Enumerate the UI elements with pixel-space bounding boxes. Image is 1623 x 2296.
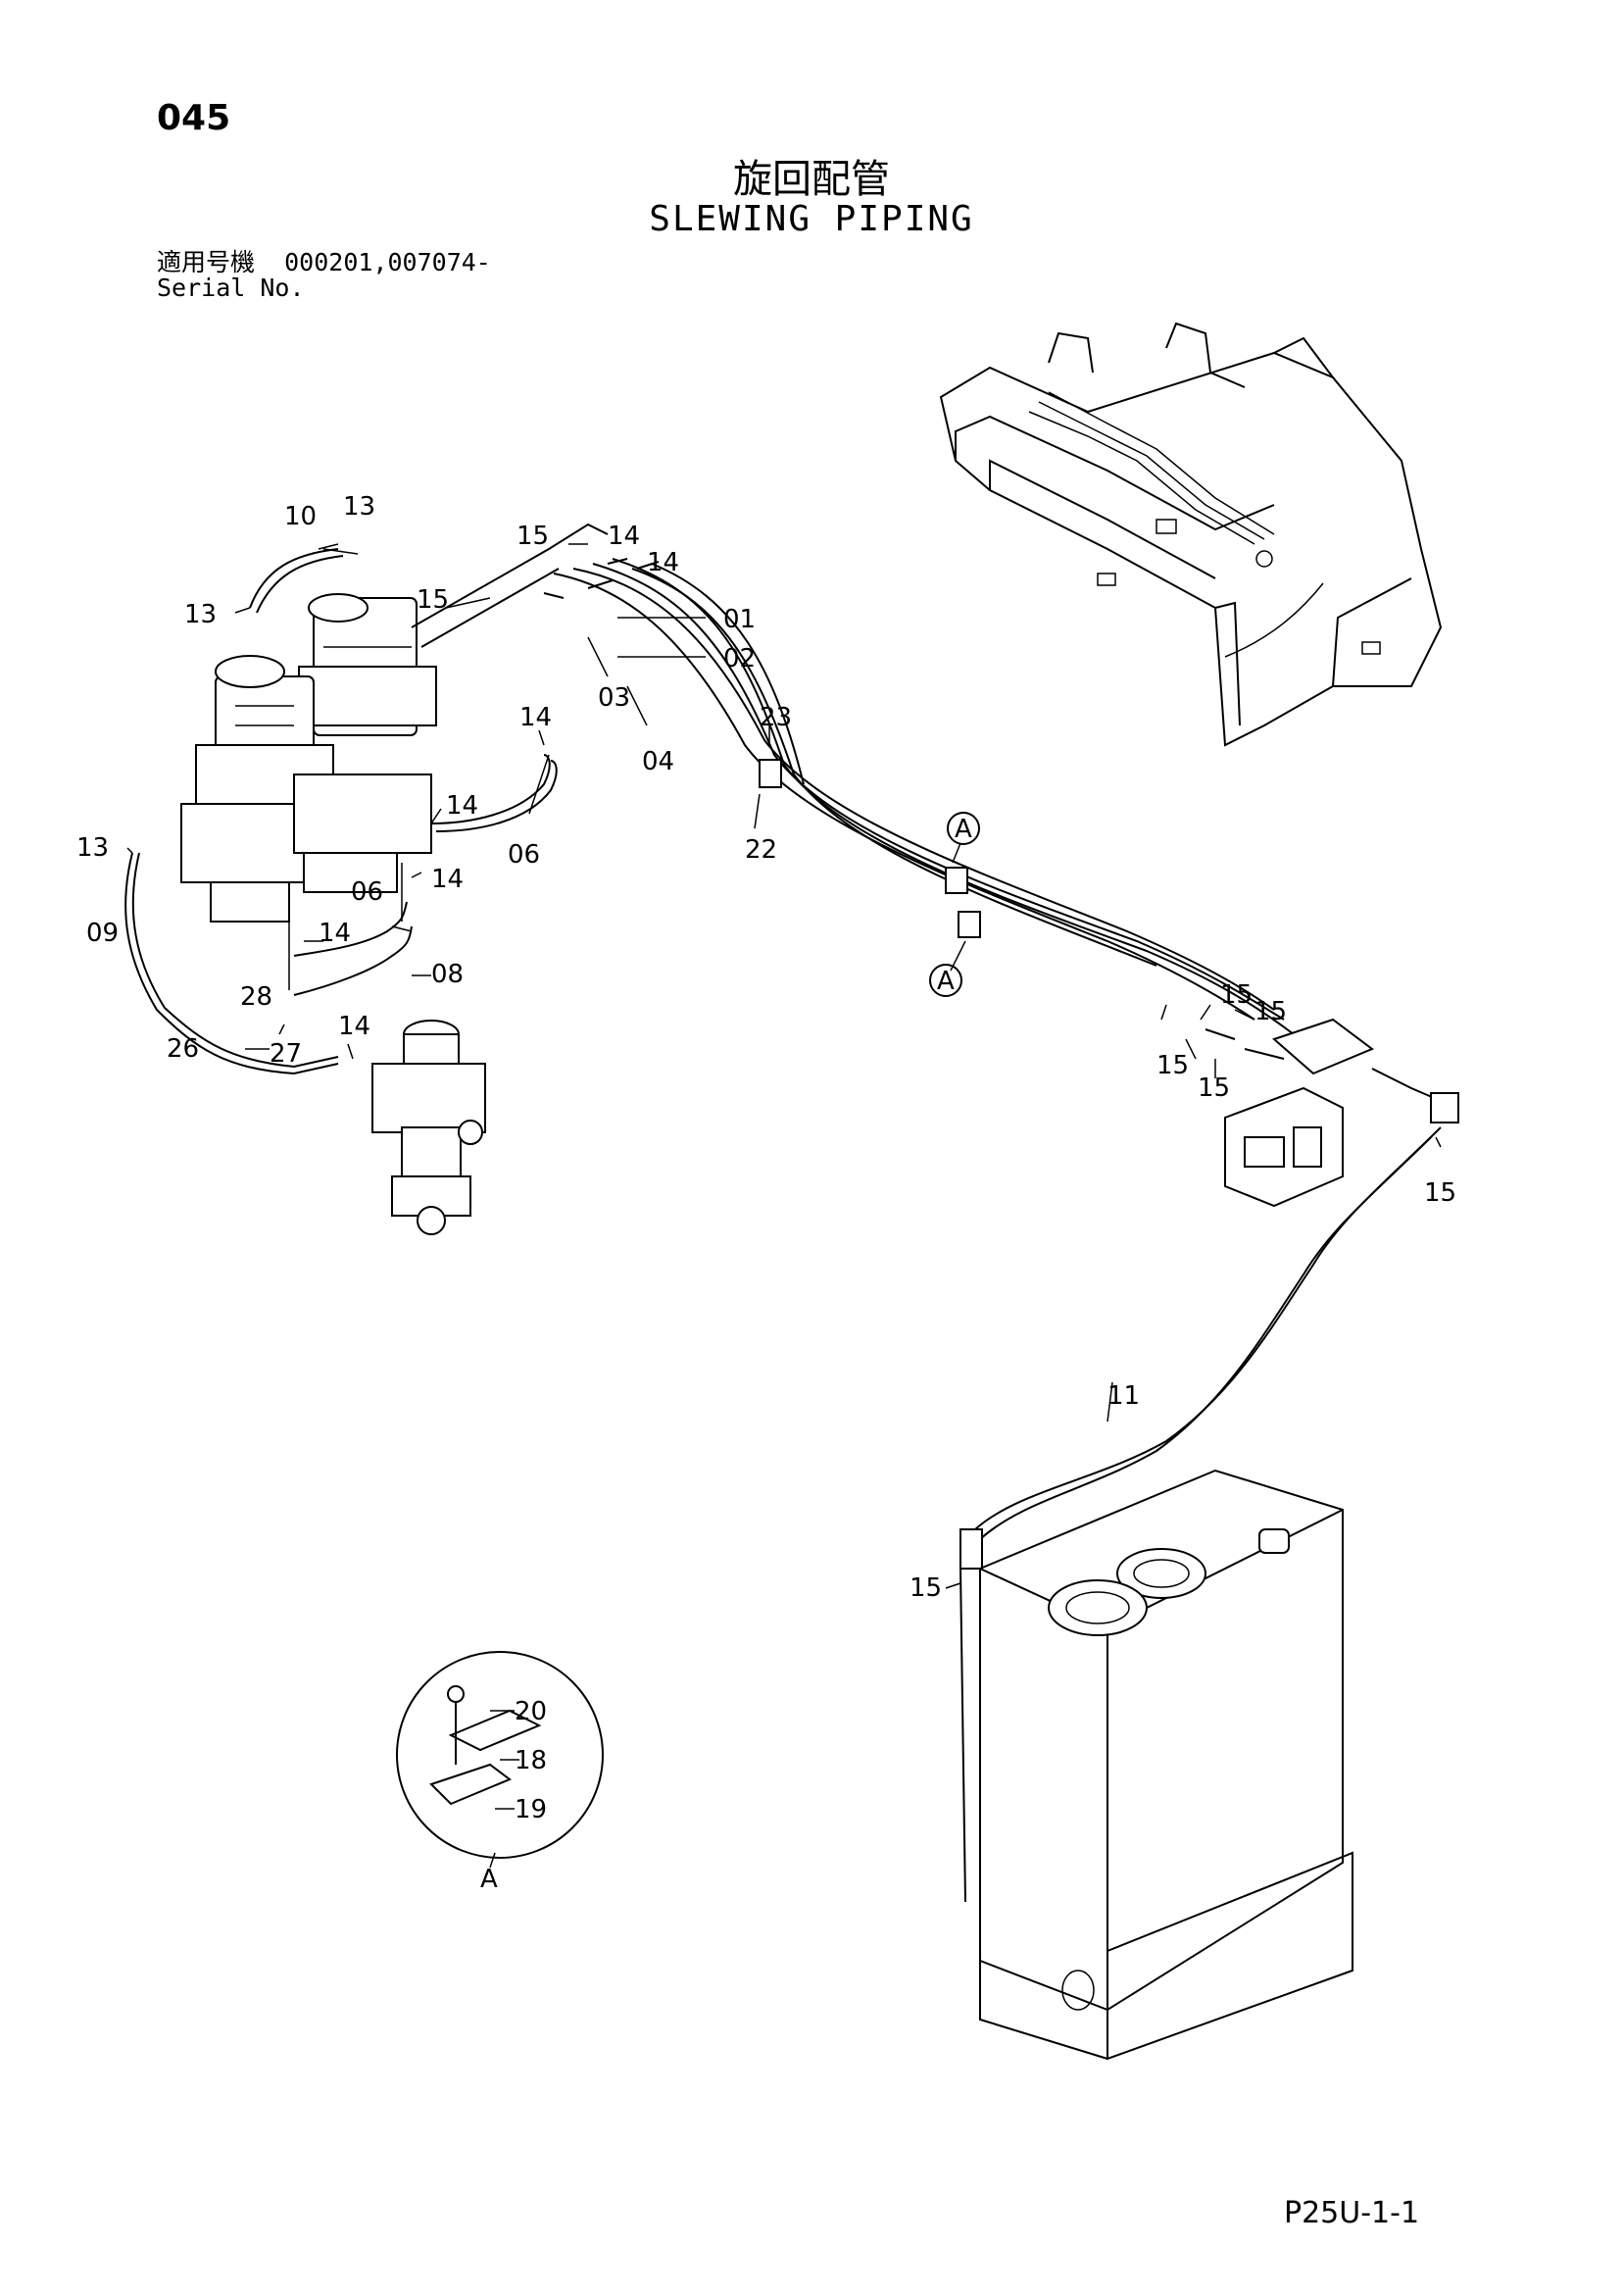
callout-11: 11 — [1107, 1381, 1140, 1411]
callout-23: 23 — [760, 703, 792, 732]
callout-19: 19 — [515, 1795, 547, 1824]
hose-11 — [959, 1126, 1442, 1570]
callout-10: 10 — [284, 502, 317, 531]
page-title-japanese: 旋回配管 — [733, 157, 890, 202]
callout-13c: 13 — [76, 833, 109, 863]
callout-04: 04 — [642, 747, 674, 776]
callout-15g: 15 — [1424, 1178, 1456, 1208]
swing-valve — [371, 1020, 486, 1235]
serial-values: 000201,007074- — [284, 248, 491, 276]
callout-15b: 15 — [417, 585, 449, 615]
detail-a — [396, 1651, 604, 1859]
callout-labels: 01 02 03 04 23 22 10 13 13 13 09 15 14 1… — [76, 492, 1456, 1824]
upperstructure-frame — [939, 322, 1443, 747]
serial-label-japanese: 適用号機 — [157, 248, 256, 276]
callout-14f: 14 — [319, 919, 351, 948]
callout-26: 26 — [167, 1034, 199, 1064]
callout-14e: 14 — [431, 865, 464, 894]
detail-a-caption: A — [480, 1865, 498, 1894]
page-number: 045 — [157, 98, 231, 138]
serial-label: Serial No. — [157, 274, 305, 302]
hydraulic-tank — [959, 1469, 1353, 2061]
callout-02: 02 — [723, 644, 756, 674]
left-hoses — [124, 548, 558, 1075]
callout-14a: 14 — [608, 522, 640, 551]
control-valve — [1205, 1018, 1459, 1208]
callout-06b: 06 — [351, 877, 383, 907]
callout-22: 22 — [745, 835, 777, 865]
callout-15f: 15 — [1198, 1073, 1230, 1103]
detail-reference-markers: A A A — [480, 812, 980, 1894]
leader-lines — [126, 543, 1442, 1869]
callout-01: 01 — [723, 605, 756, 634]
callout-20: 20 — [515, 1697, 547, 1726]
callout-14c: 14 — [519, 703, 552, 732]
page-title: SLEWING PIPING — [649, 199, 974, 239]
callout-15e: 15 — [1156, 1051, 1189, 1080]
callout-18: 18 — [515, 1746, 547, 1775]
callout-06a: 06 — [508, 840, 540, 870]
callout-15c: 15 — [1220, 980, 1253, 1010]
serial-block: 適用号機 000201,007074- Serial No. — [157, 250, 491, 301]
detail-marker-a-upper: A — [955, 815, 972, 844]
callout-09: 09 — [86, 919, 119, 948]
callout-08: 08 — [431, 960, 464, 989]
callout-28: 28 — [240, 982, 272, 1012]
callout-15a: 15 — [516, 522, 549, 551]
swing-motor — [180, 523, 609, 923]
callout-14b: 14 — [647, 548, 679, 577]
callout-14g: 14 — [338, 1012, 370, 1041]
callout-15d: 15 — [1254, 997, 1287, 1026]
callout-27: 27 — [270, 1039, 302, 1069]
drawing-reference: P25U-1-1 — [1284, 2196, 1420, 2230]
main-hose-bundle — [543, 558, 1295, 1035]
callout-13b: 13 — [184, 600, 217, 629]
callout-15h: 15 — [910, 1573, 942, 1603]
detail-marker-a-lower: A — [937, 967, 955, 996]
callout-03: 03 — [598, 683, 630, 713]
callout-13a: 13 — [343, 492, 375, 522]
callout-14d: 14 — [446, 791, 478, 821]
